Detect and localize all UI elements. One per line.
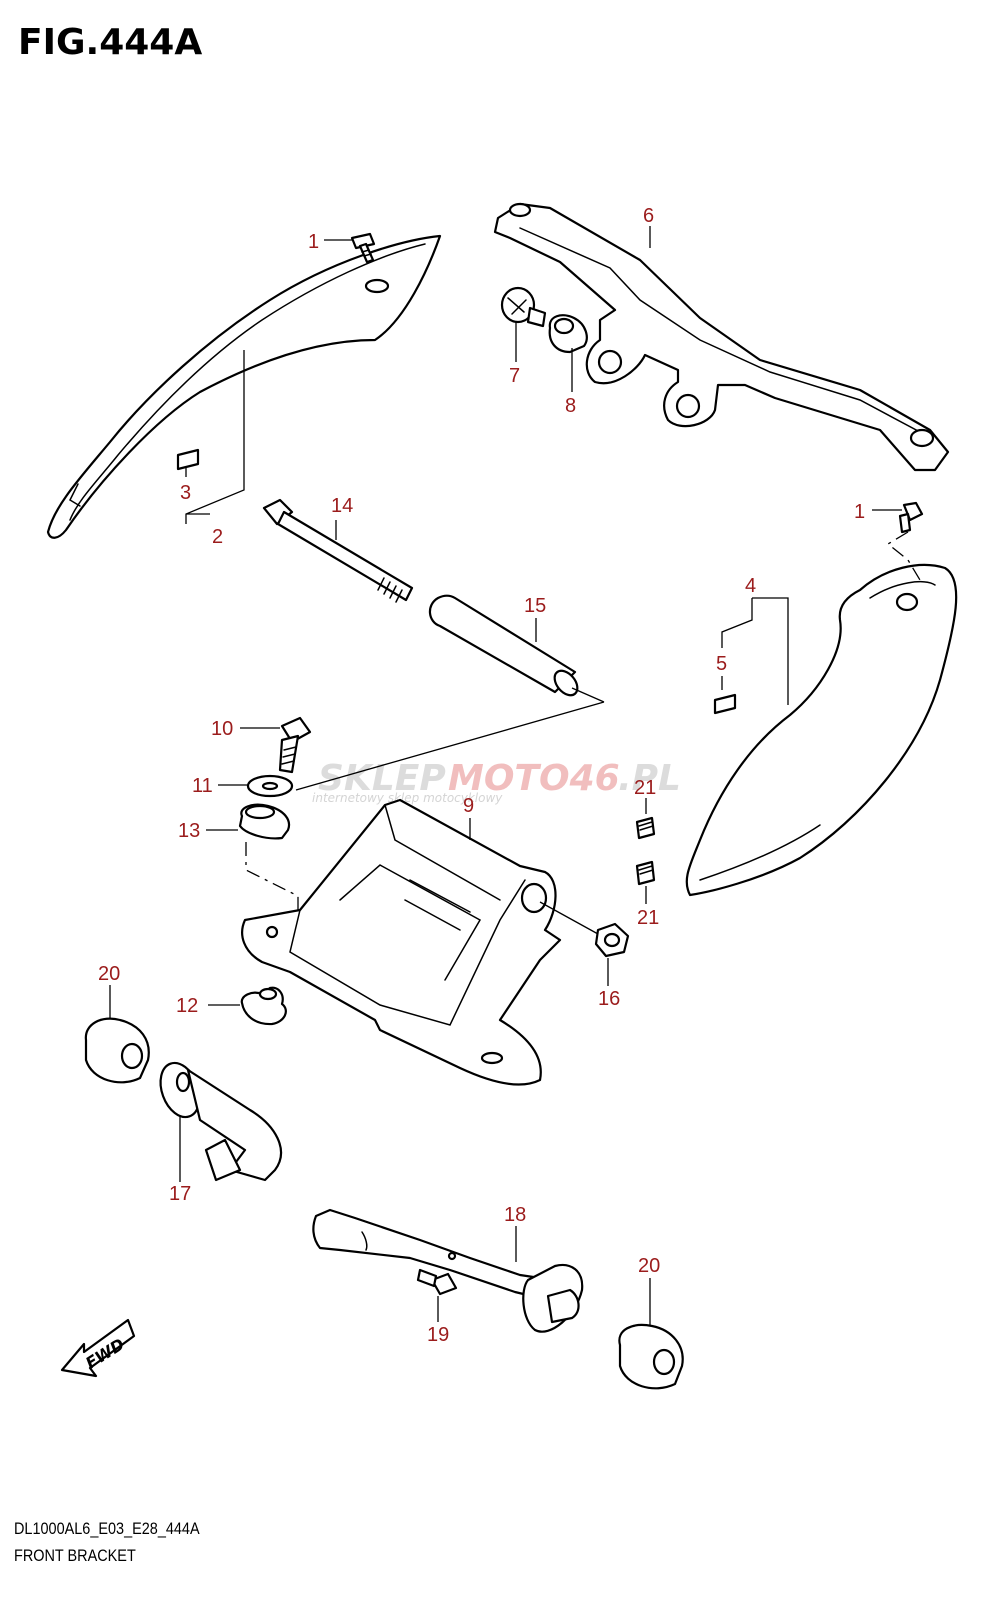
part-17-pipe[interactable] [154,1058,283,1182]
part-16-nut[interactable] [594,922,630,958]
part-14-long-bolt[interactable] [262,498,414,603]
callouts: 1 1 2 3 4 5 6 7 8 9 10 11 12 13 14 15 16… [98,205,865,1346]
part-12-grommet[interactable] [240,986,287,1026]
part-18-pipe-bracket[interactable] [312,1208,584,1333]
part-13-grommet[interactable] [238,803,291,840]
diagram-code: DL1000AL6_E03_E28_444A [14,1519,200,1538]
callout-9[interactable]: 9 [463,795,474,817]
part-2-cover-left[interactable] [46,234,442,539]
callout-8[interactable]: 8 [565,395,576,417]
callout-20-right[interactable]: 20 [638,1255,660,1277]
callout-19[interactable]: 19 [427,1324,449,1346]
callout-1-upper[interactable]: 1 [308,231,319,253]
part-1-screw-upper[interactable] [350,232,376,264]
part-20-damper-right[interactable] [618,1323,684,1390]
part-4-cover-right[interactable] [685,563,958,897]
part-7-bolt[interactable] [500,286,547,328]
callout-6[interactable]: 6 [643,205,654,227]
part-21-clip-lower[interactable] [635,860,656,886]
callout-5[interactable]: 5 [716,653,727,675]
figure-title: FIG.444A [18,22,203,63]
leader-lines [109,226,921,1325]
callout-15[interactable]: 15 [524,595,546,617]
callout-12[interactable]: 12 [176,995,198,1017]
callout-10[interactable]: 10 [211,718,233,740]
callout-21-upper[interactable]: 21 [634,777,656,799]
callout-4[interactable]: 4 [745,575,756,597]
watermark-brand-accent: MOTO46 [448,758,620,799]
part-11-washer[interactable] [246,774,294,798]
fwd-arrow-icon: FWD [60,1318,136,1378]
part-20-damper-left[interactable] [84,1017,150,1084]
watermark: SKLEP MOTO46 .PL internetowy sklep motoc… [312,758,681,805]
callout-18[interactable]: 18 [504,1204,526,1226]
part-9-main-bracket[interactable] [241,798,562,1086]
watermark-tagline: internetowy sklep motocyklowy [312,791,503,805]
callout-20-left[interactable]: 20 [98,963,120,985]
part-8-collar[interactable] [548,314,588,354]
part-1-screw-right[interactable] [898,501,924,534]
callout-7[interactable]: 7 [509,365,520,387]
part-21-clip-upper[interactable] [635,816,656,840]
callout-3[interactable]: 3 [180,482,191,504]
callout-2[interactable]: 2 [212,526,223,548]
part-10-bolt[interactable] [278,716,312,774]
callout-1-right[interactable]: 1 [854,501,865,523]
watermark-brand-right: .PL [618,758,681,799]
part-3-label[interactable] [176,448,200,471]
callout-16[interactable]: 16 [598,988,620,1010]
part-5-label[interactable] [713,693,737,715]
part-6-bracket[interactable] [493,202,950,472]
callout-17[interactable]: 17 [169,1183,191,1205]
callout-11[interactable]: 11 [192,775,213,797]
callout-13[interactable]: 13 [178,820,200,842]
part-15-spacer[interactable] [428,594,582,700]
callout-21-lower[interactable]: 21 [637,907,659,929]
callout-14[interactable]: 14 [331,495,353,517]
part-19-bolt[interactable] [416,1268,458,1296]
diagram-name: FRONT BRACKET [14,1546,136,1565]
